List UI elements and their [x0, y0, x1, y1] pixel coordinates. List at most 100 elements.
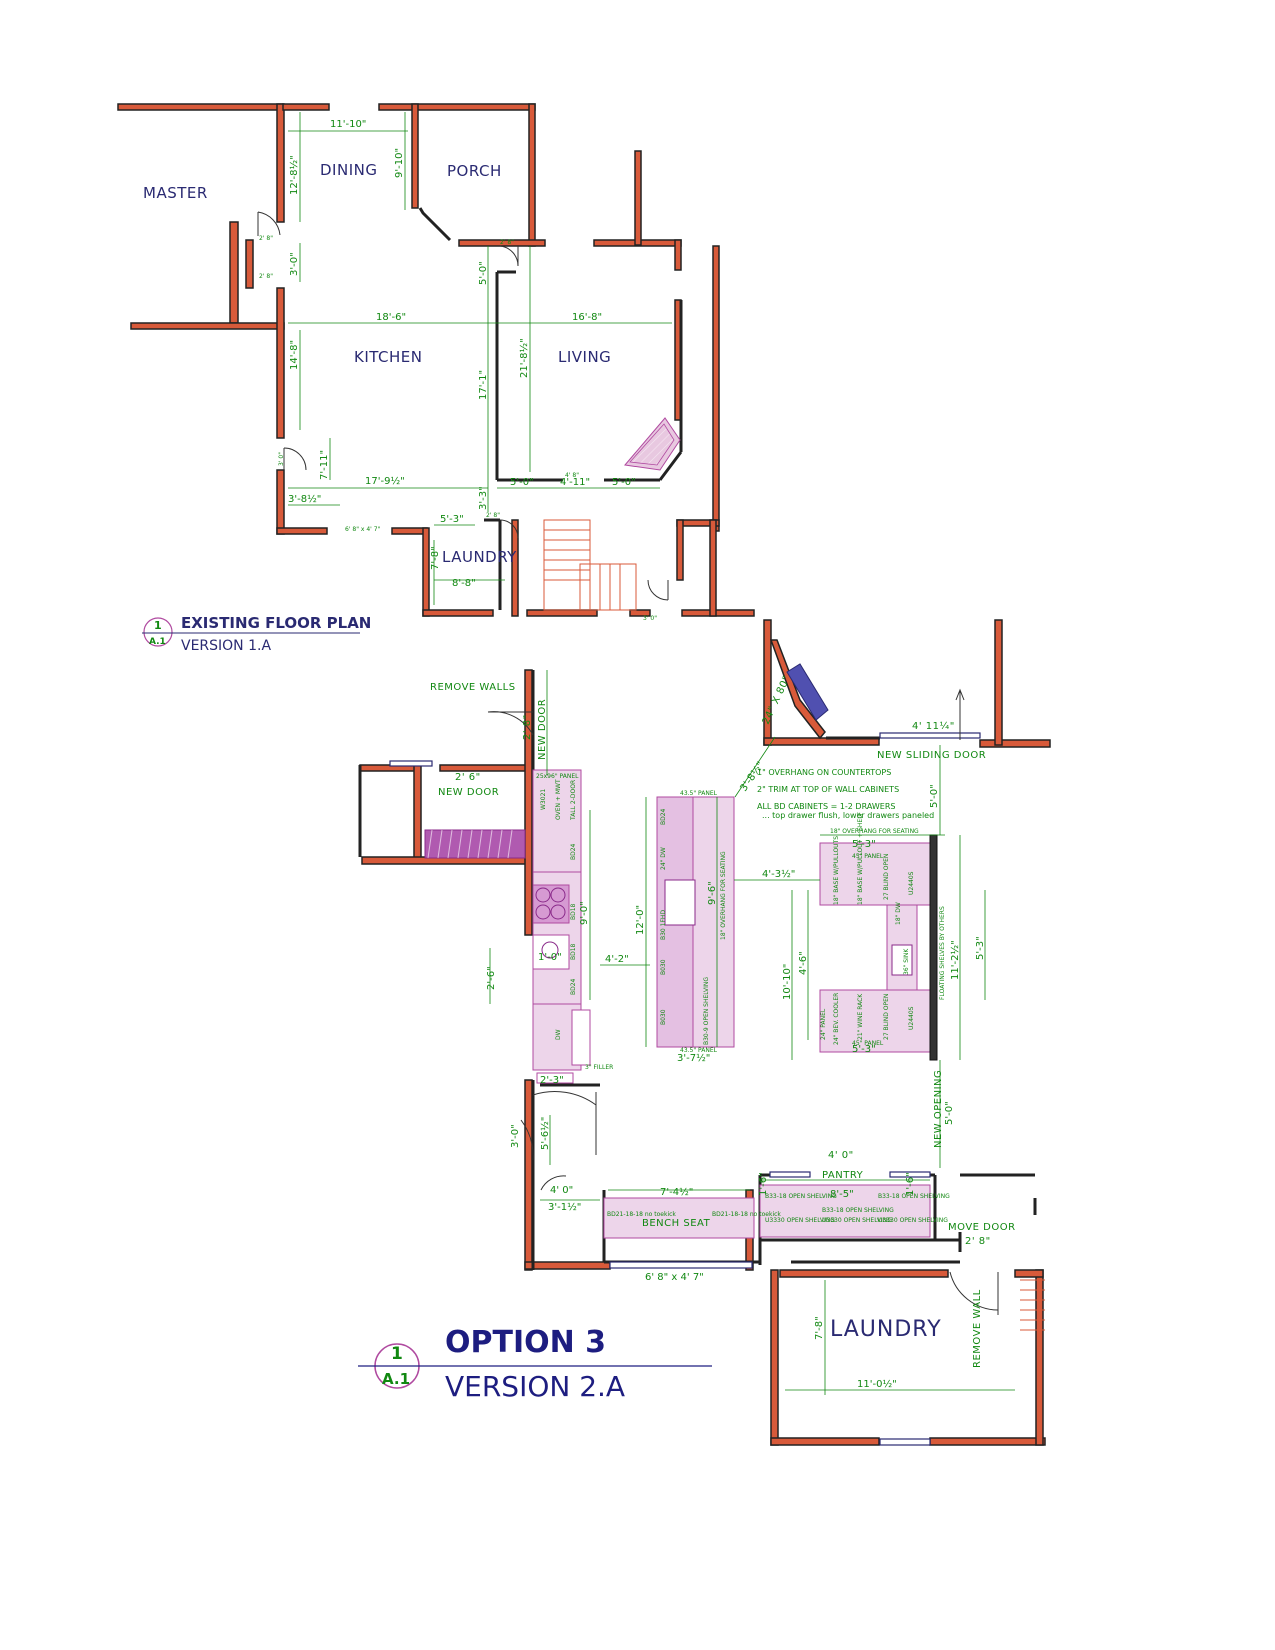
cabinet-label: U3330 OPEN SHELVING — [822, 1217, 892, 1224]
dim: 10'-10" — [782, 964, 793, 1000]
label-bench-seat: BENCH SEAT — [642, 1218, 711, 1229]
option-cabinet-labels: 25x96" PANEL W3021 OVEN + MWT TALL 2-DOO… — [536, 773, 950, 1224]
existing-interior-walls — [418, 207, 683, 610]
dim: 2' 8" — [259, 273, 273, 280]
dim: 7'-8" — [430, 546, 441, 570]
dim: 5'-0" — [944, 1101, 955, 1125]
option-plan: REMOVE WALLS NEW DOOR 2' 8" 2' 6" NEW DO… — [358, 619, 1051, 1446]
dim: 4'-2" — [605, 954, 629, 965]
option-windows — [389, 732, 981, 1446]
dim: 3'-7½" — [677, 1052, 710, 1064]
dim: 3'-3" — [478, 486, 489, 510]
cabinet-label: B33-18 OPEN SHELVING — [822, 1207, 894, 1214]
note: 1" OVERHANG ON COUNTERTOPS — [757, 768, 891, 777]
dim: 11'-10" — [330, 119, 366, 130]
dim: 8'-8" — [452, 578, 476, 589]
label-new-opening: NEW OPENING — [933, 1070, 944, 1148]
cabinet-label: OVEN + MWT — [555, 779, 562, 820]
dim: 5'-6½" — [539, 1117, 551, 1150]
dim: 1'-6" — [758, 1172, 769, 1196]
cabinet-label: 18" DW — [895, 902, 902, 925]
cabinet-label: U2440S — [908, 1006, 915, 1030]
existing-plan: MASTER DINING PORCH KITCHEN LIVING LAUND… — [117, 103, 755, 654]
prep-sink — [891, 944, 913, 976]
cabinet-label: 24" PANEL — [820, 1008, 827, 1040]
dim: 3' 0" — [643, 615, 657, 622]
dim: 12'-0" — [635, 905, 646, 935]
note: ALL BD CABINETS = 1-2 DRAWERS — [757, 802, 895, 811]
cabinet-label: 18" BASE W/PULLOUT + SHELF — [857, 811, 864, 905]
label-filler: 3" FILLER — [585, 1064, 613, 1071]
option-dimension-lines — [489, 670, 1015, 1395]
dim: 9'-0" — [579, 901, 590, 925]
dim: 12'-8½" — [288, 155, 300, 195]
cabinet-label: 45" PANEL — [852, 1040, 884, 1047]
label-move-door: MOVE DOOR — [948, 1222, 1016, 1233]
cabinet-label: B030 — [660, 959, 667, 975]
existing-title-block: 1 A.1 EXISTING FLOOR PLAN VERSION 1.A — [142, 614, 371, 654]
label-sliding-size: 4' 11¼" — [912, 720, 955, 732]
title-text: EXISTING FLOOR PLAN — [181, 614, 371, 632]
label-move-door-size: 2' 8" — [965, 1236, 991, 1247]
cabinet-label: 43.5" PANEL — [680, 790, 718, 797]
option-title-block: 1 A.1 OPTION 3 VERSION 2.A — [358, 1325, 712, 1403]
existing-dimension-lines — [288, 112, 672, 605]
title-text: OPTION 3 — [445, 1325, 606, 1360]
dim: 11'-2½" — [949, 940, 961, 980]
closet-hatch-lines — [427, 829, 513, 859]
label-remove-walls: REMOVE WALLS — [430, 682, 516, 693]
dim: 6' 8" x 4' 7" — [645, 1272, 704, 1283]
cabinet-label: 27 BLIND OPEN — [883, 854, 890, 900]
existing-doors — [257, 211, 669, 601]
title-sheet: A.1 — [382, 1370, 410, 1388]
dim: 1'-6" — [905, 1172, 916, 1196]
title-sheet: A.1 — [149, 637, 166, 647]
cabinet-label: W3021 — [540, 789, 547, 810]
label-new-sliding-door: NEW SLIDING DOOR — [877, 750, 986, 761]
dim: 11'-0½" — [857, 1378, 897, 1390]
room-dining: DINING — [320, 161, 377, 179]
label-new-door-2: NEW DOOR — [438, 787, 499, 798]
dim: 7'-4½" — [660, 1186, 693, 1198]
dim: 3'-8½" — [288, 493, 321, 505]
dim: 9'-6" — [707, 881, 718, 905]
dim: 5'-3" — [975, 936, 986, 960]
dim: 5'-3" — [440, 514, 464, 525]
dim: 8'-5" — [830, 1189, 854, 1200]
dim: 6' 8" x 4' 7" — [345, 526, 381, 533]
label-new-door-1: NEW DOOR — [537, 699, 548, 760]
dim: 2' 8" — [259, 235, 273, 242]
label-floating-shelves: FLOATING SHELVES BY OTHERS — [939, 906, 946, 1000]
cabinet-label: 18" OVERHANG FOR SEATING — [720, 851, 727, 940]
cabinet-label: DW — [555, 1029, 562, 1040]
dim: 5'-0" — [478, 261, 489, 285]
cabinet-label: 25x96" PANEL — [536, 773, 579, 780]
dim: 4'-6" — [798, 951, 809, 975]
dim: 16'-8" — [572, 312, 602, 323]
cabinet-label: 24" BEV. COOLER — [833, 993, 840, 1045]
dim: 18'-6" — [376, 312, 406, 323]
room-porch: PORCH — [447, 162, 502, 180]
cabinet-label: 18" OVERHANG FOR SEATING — [830, 828, 919, 835]
title-version: VERSION 1.A — [181, 638, 271, 654]
dim: 2'-6" — [486, 966, 497, 990]
option-doors — [487, 688, 999, 1315]
cabinet-label: 18" BASE W/PULLOUTS — [833, 836, 840, 905]
bay-window-hatch — [786, 663, 829, 721]
dim: 2'-3" — [540, 1075, 564, 1086]
dim: 5'-0" — [612, 477, 636, 488]
cabinet-label: U3330 OPEN SHELVING — [878, 1217, 948, 1224]
cabinet-label: B33-18 OPEN SHELVING — [878, 1193, 950, 1200]
dim: 14'-8" — [289, 340, 300, 370]
existing-walls — [117, 103, 755, 617]
dim: 4'-3½" — [762, 868, 795, 880]
dim: 7'-8" — [814, 1316, 825, 1340]
cabinet-label: 43.5" PANEL — [680, 1047, 718, 1054]
dim: 7'-11" — [319, 450, 330, 480]
cabinet-label: U3330 OPEN SHELVING — [765, 1217, 835, 1224]
floating-shelf — [929, 834, 938, 1061]
existing-room-labels: MASTER DINING PORCH KITCHEN LIVING LAUND… — [143, 161, 611, 566]
label-new-door-2-size: 2' 6" — [455, 772, 481, 783]
dim: 5'-3" — [852, 839, 876, 850]
dim: 2' 8" — [500, 239, 514, 246]
